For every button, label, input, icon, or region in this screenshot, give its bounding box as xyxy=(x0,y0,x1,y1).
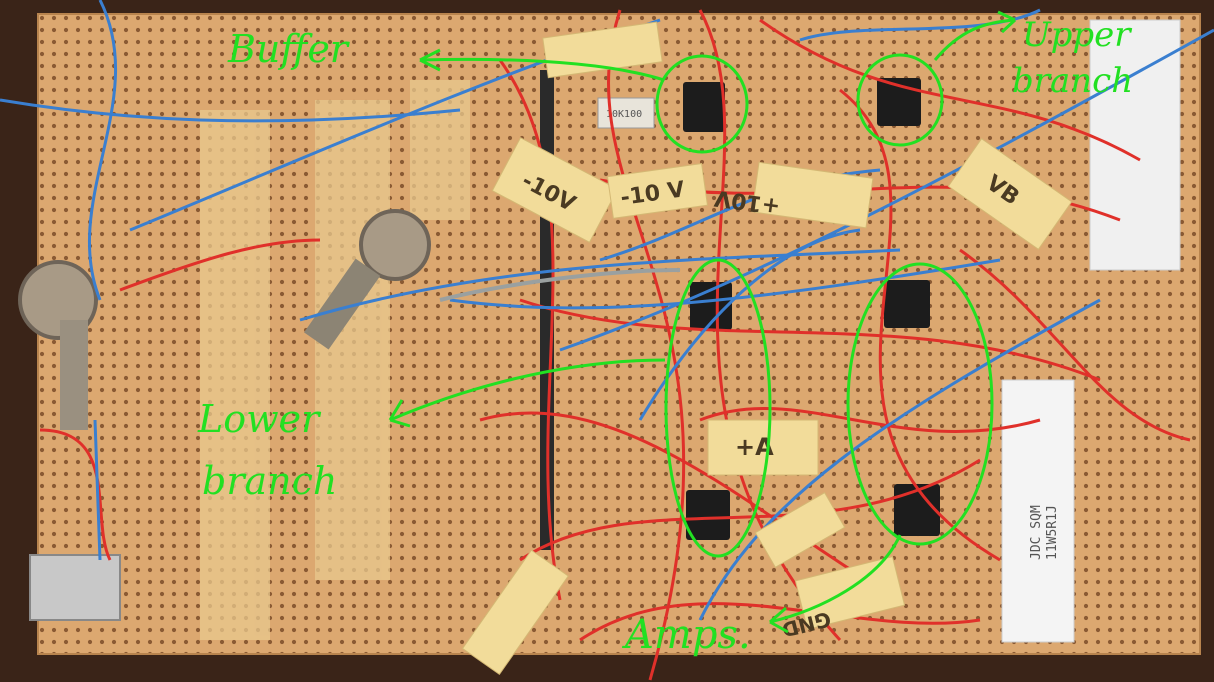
ic-amp-top xyxy=(884,280,930,328)
white-card xyxy=(1089,19,1181,271)
tape-neg10-a xyxy=(491,137,619,243)
tape-neg10-b xyxy=(606,162,709,219)
jdc-label: JDC SQM xyxy=(1029,505,1044,560)
white-module xyxy=(1001,379,1075,643)
red-wires xyxy=(39,9,1191,681)
lower-branch-oval xyxy=(664,258,772,558)
ic-amp-bottom xyxy=(894,484,940,536)
annotation-arrows xyxy=(388,10,1017,634)
upper-branch-circle xyxy=(856,53,944,147)
buffer-label: Buffer xyxy=(227,27,351,71)
amps-arrow xyxy=(769,534,902,624)
upper-label-1: Upper xyxy=(1022,15,1132,55)
tape-gnd xyxy=(794,556,906,630)
ic-lower-bottom xyxy=(686,490,730,540)
audio-jack xyxy=(29,554,121,621)
tape-plus10 xyxy=(751,161,874,229)
resistor-label: 10K100 xyxy=(606,109,642,120)
tape-vb xyxy=(947,138,1073,250)
upper-label-2: branch xyxy=(1012,61,1133,101)
potentiometer-middle xyxy=(304,209,431,350)
lower-label-1: Lower xyxy=(197,397,322,441)
lower-label-2: branch xyxy=(202,459,337,503)
amps-oval xyxy=(846,262,994,546)
ic-buffer xyxy=(683,82,725,132)
annotation-outlines xyxy=(655,53,994,558)
tape-labels xyxy=(461,21,1073,676)
amps-label: Amps. xyxy=(621,612,751,658)
buffer-circle xyxy=(655,54,749,154)
gray-lead xyxy=(439,268,681,302)
potentiometer-left xyxy=(18,260,98,430)
resistor xyxy=(597,97,655,129)
buffer-arrow xyxy=(419,57,665,82)
lower-arrow xyxy=(389,358,666,422)
tape-strips xyxy=(200,80,470,640)
lot-label: 11W5R1J xyxy=(1045,505,1060,560)
tape-a xyxy=(707,419,819,476)
upper-arrow xyxy=(933,18,1016,61)
